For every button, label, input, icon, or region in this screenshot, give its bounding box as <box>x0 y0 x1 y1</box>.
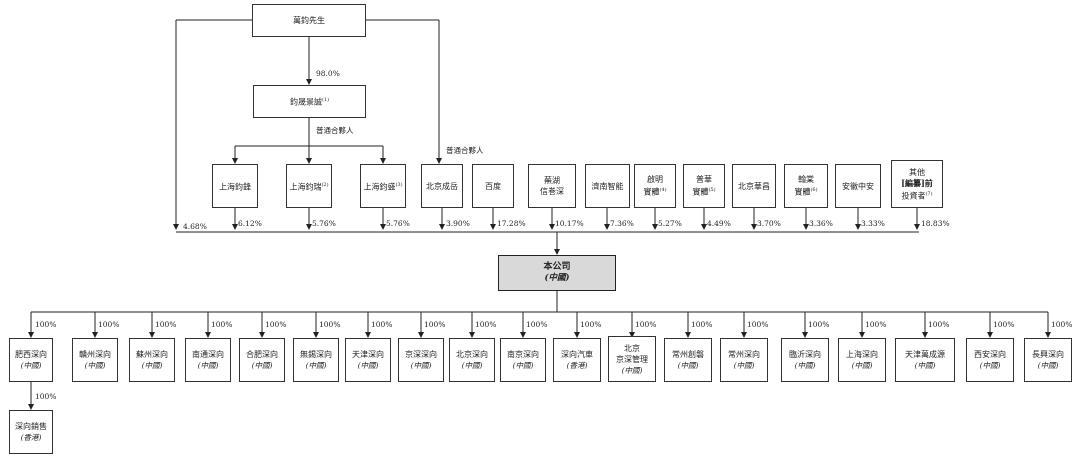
investor-pct: 5.27% <box>658 219 682 228</box>
subsidiary-box: 南京深向 (中國) <box>500 338 546 382</box>
subsidiary-box: 天津深向 (中國) <box>345 338 391 382</box>
subsidiary-pct: 100% <box>526 320 548 329</box>
subsidiary-pct: 100% <box>371 320 393 329</box>
partnership-pct: 6.12% <box>238 219 262 228</box>
top-person-box: 萬鈞先生 <box>252 4 366 37</box>
subsidiary-pct: 100% <box>1051 320 1073 329</box>
subsidiary-pct: 100% <box>928 320 950 329</box>
investor-box: 其他 [編纂]前 投資者(7) <box>891 160 943 208</box>
person-direct-pct: 4.68% <box>183 222 207 231</box>
subsidiary-box: 西安深向 (中國) <box>966 338 1014 382</box>
company-jurisdiction: (中國) <box>544 273 570 283</box>
investor-pct: 4.49% <box>707 219 731 228</box>
investor-pct: 10.17% <box>555 219 584 228</box>
investor-box: 百度 <box>472 164 514 208</box>
investor-box: 普華 實體(5) <box>683 164 725 208</box>
subsidiary-pct: 100% <box>580 320 602 329</box>
gp-name: 鈞晟景誠(1) <box>289 97 330 107</box>
subsidiary-box: 南通深向 (中國) <box>185 338 231 382</box>
subsidiary-pct: 100% <box>691 320 713 329</box>
investor-pct: 18.83% <box>921 219 950 228</box>
partnership-pct: 5.76% <box>312 219 336 228</box>
subsidiary-box: 常州深向 (中國) <box>720 338 768 382</box>
subsidiary-pct: 100% <box>475 320 497 329</box>
investor-box: 北京成岳 <box>421 164 463 208</box>
subsidiary-box: 肥西深向 (中國) <box>9 338 53 382</box>
subsidiary-box: 無錫深向 (中國) <box>293 338 339 382</box>
investor-box: 濟南智能 <box>585 164 630 208</box>
subsidiary-pct: 100% <box>155 320 177 329</box>
investor-pct: 17.28% <box>497 219 526 228</box>
sub-subsidiary-pct: 100% <box>35 392 57 401</box>
subsidiary-pct: 100% <box>808 320 830 329</box>
subsidiary-box: 深向汽車 (香港) <box>553 338 601 382</box>
subsidiary-pct: 100% <box>319 320 341 329</box>
investor-box: 蕪湖 信巻深 <box>528 164 576 208</box>
subsidiary-pct: 100% <box>993 320 1015 329</box>
subsidiary-box: 北京 京深管理 (中國) <box>608 336 656 382</box>
subsidiary-pct: 100% <box>747 320 769 329</box>
investor-box: 啟明 實體(4) <box>634 164 676 208</box>
subsidiary-box: 上海深向 (中國) <box>838 338 886 382</box>
investor-pct: 3.70% <box>757 219 781 228</box>
subsidiary-pct: 100% <box>424 320 446 329</box>
subsidiary-pct: 100% <box>265 320 287 329</box>
partnership-box: 上海鈞盛(3) <box>360 164 406 208</box>
person-to-gp-pct: 98.0% <box>316 69 340 78</box>
investor-box: 安徽中安 <box>835 164 881 208</box>
subsidiary-box: 贛州深向 (中國) <box>72 338 118 382</box>
subsidiary-pct: 100% <box>865 320 887 329</box>
investor-pct: 3.33% <box>861 219 885 228</box>
partnership-box: 上海鈞瑞(2) <box>286 164 332 208</box>
subsidiary-box: 北京深向 (中國) <box>449 338 495 382</box>
subsidiary-box: 天津萬成源 (中國) <box>895 338 955 382</box>
partnership-pct: 5.76% <box>386 219 410 228</box>
company-box: 本公司 (中國) <box>498 255 616 291</box>
partnership-box: 上海鈞鋒 <box>212 164 258 208</box>
investor-box: 北京華昌 <box>732 164 776 208</box>
investor-pct: 3.90% <box>446 219 470 228</box>
sub-subsidiary-box: 深向銷售 (香港) <box>9 410 53 454</box>
subsidiary-box: 長興深向 (中國) <box>1024 338 1072 382</box>
investor-box: 翰棠 實體(6) <box>784 164 828 208</box>
subsidiary-box: 京深深向 (中國) <box>398 338 444 382</box>
subsidiary-box: 蘇州深向 (中國) <box>129 338 175 382</box>
investor-pct: 7.36% <box>610 219 634 228</box>
investor-pct: 3.36% <box>809 219 833 228</box>
gp-label-right: 普通合夥人 <box>446 146 484 155</box>
subsidiary-box: 合肥深向 (中國) <box>239 338 285 382</box>
subsidiary-box: 臨沂深向 (中國) <box>781 338 829 382</box>
subsidiary-box: 常州創磐 (中國) <box>664 338 712 382</box>
gp-label-left: 普通合夥人 <box>316 126 354 135</box>
subsidiary-pct: 100% <box>35 320 57 329</box>
gp-box: 鈞晟景誠(1) <box>253 85 366 118</box>
subsidiary-pct: 100% <box>635 320 657 329</box>
subsidiary-pct: 100% <box>98 320 120 329</box>
subsidiary-pct: 100% <box>211 320 233 329</box>
top-person-name: 萬鈞先生 <box>293 16 325 25</box>
company-name: 本公司 <box>543 262 571 272</box>
